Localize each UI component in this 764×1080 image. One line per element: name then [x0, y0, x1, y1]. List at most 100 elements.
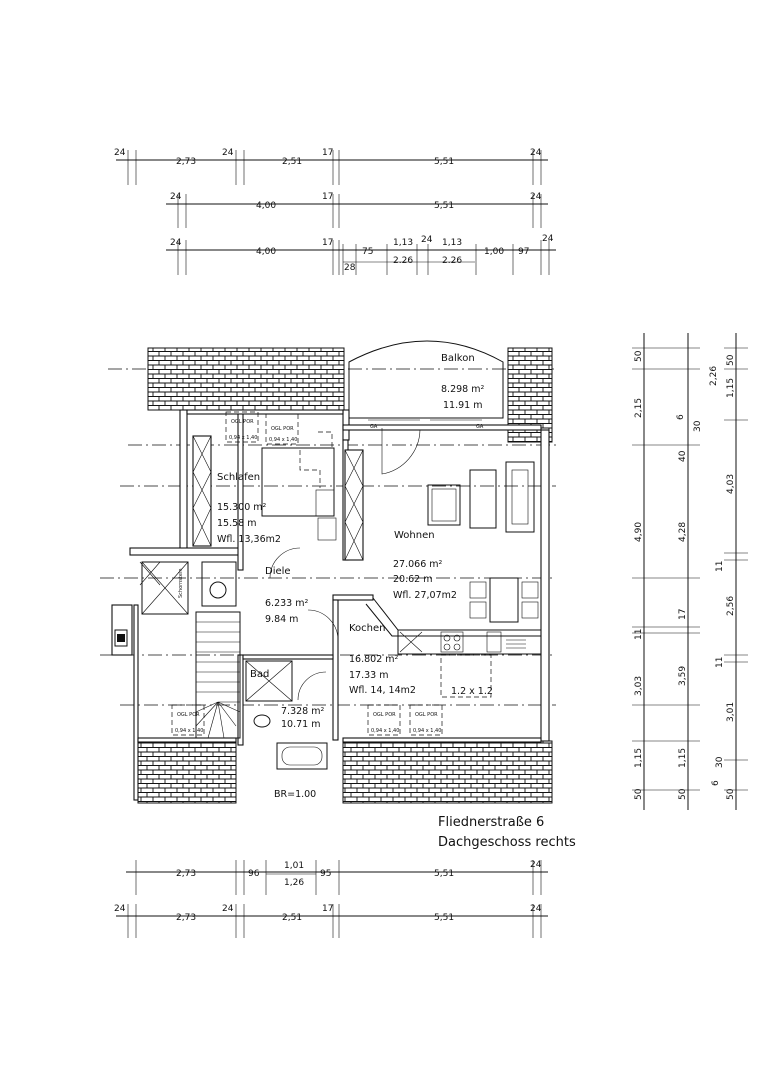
- right-col2-dim-8: 50: [678, 788, 688, 800]
- top-row3-dim-6: 24: [421, 235, 433, 245]
- wohnen-perimeter: 20.62 m: [393, 574, 432, 585]
- room-labels: Balkon 8.298 m² 11.91 m Schlafen 15.300 …: [178, 353, 484, 800]
- table-size-label: 1.2 x 1.2: [451, 686, 493, 697]
- bottom-row2-dim-1: 24: [114, 904, 126, 914]
- right-col3-dim-11: 50: [726, 788, 736, 800]
- bottom-row1-dim-6: 5,51: [434, 869, 454, 879]
- brh-label: BR=1.00: [274, 789, 316, 800]
- right-col3-dim-1: 50: [726, 354, 736, 366]
- window-b-size: 0,94 x 1,40: [269, 437, 297, 443]
- roof-tiles: [137, 347, 553, 804]
- schornstein-label: Schornstein: [178, 569, 184, 599]
- right-col1-dim-7: 50: [634, 788, 644, 800]
- bottom-row1-dim-1: 2,73: [176, 869, 196, 879]
- top-row3-dim-1: 24: [170, 238, 182, 248]
- top-row3-sub-1: 28: [344, 263, 356, 273]
- right-col1-dim-5: 3,03: [634, 676, 644, 696]
- right-col3-dim-9: 30: [715, 756, 725, 768]
- right-col3-dim-5: 11: [715, 561, 725, 572]
- bottom-row1-dim-5: 95: [320, 869, 331, 879]
- right-col3-dim-3: 1,15: [726, 378, 736, 398]
- top-row2-dim-1: 24: [170, 192, 182, 202]
- diele-area: 6.233 m²: [265, 598, 308, 609]
- top-row1-dim-1: 24: [114, 148, 126, 158]
- right-col3-dim-2: 2,26: [709, 366, 719, 386]
- balkon-area: 8.298 m²: [441, 384, 484, 395]
- bottom-row2-dim-3: 24: [222, 904, 234, 914]
- right-col2-dim-5: 17: [678, 609, 688, 620]
- floor-title: Dachgeschoss rechts: [438, 835, 576, 850]
- street-title: Fliednerstraße 6: [438, 815, 544, 830]
- right-col3-dim-7: 11: [715, 657, 725, 668]
- schlafen-perimeter: 15.58 m: [217, 518, 256, 529]
- right-col1-dim-2: 2,15: [634, 398, 644, 418]
- right-col1-dim-6: 1,15: [634, 748, 644, 768]
- schlafen-wfl: Wfl. 13,36m2: [217, 534, 281, 545]
- window-d-label: OGL POR: [373, 712, 396, 718]
- window-d-size: 0,94 x 1,40: [371, 728, 399, 734]
- bottom-row1-dim-3: 1,01: [284, 861, 304, 871]
- wohnen-area: 27.066 m²: [393, 559, 443, 570]
- drawing-title: Fliednerstraße 6 Dachgeschoss rechts: [438, 815, 576, 850]
- bottom-row2-dim-5: 17: [322, 904, 333, 914]
- furniture: 1.2 x 1.2: [114, 431, 542, 770]
- right-col2-dim-4: 4,28: [678, 522, 688, 542]
- ga-left-label: GA: [370, 424, 378, 430]
- top-row1-dim-7: 24: [530, 148, 542, 158]
- schlafen-area: 15.300 m²: [217, 502, 267, 513]
- top-row3-dim-5: 1,13: [393, 238, 413, 248]
- top-row3-dim-3: 17: [322, 238, 333, 248]
- top-row2-dim-5: 24: [530, 192, 542, 202]
- bottom-row1-dim-7: 24: [530, 860, 542, 870]
- right-col2-dim-1: 6: [676, 414, 686, 420]
- top-row2-dim-3: 17: [322, 192, 333, 202]
- top-row3-dim-8: 1,00: [484, 247, 504, 257]
- top-row2-dim-4: 5,51: [434, 201, 454, 211]
- kochen-wfl: Wfl. 14, 14m2: [349, 685, 416, 696]
- window-c-size: 0,94 x 1,40: [175, 728, 203, 734]
- right-col3-dim-4: 4,03: [726, 474, 736, 494]
- top-row3-dim-10: 24: [542, 234, 554, 244]
- bottom-dimension-chains: 2,73 96 1,01 1,26 95 5,51 24 24 2,73 24 …: [114, 860, 548, 938]
- bad-name: Bad: [250, 669, 269, 680]
- top-row1-dim-3: 24: [222, 148, 234, 158]
- walls: [111, 409, 550, 801]
- right-col1-dim-1: 50: [634, 350, 644, 362]
- right-col2-dim-3: 40: [678, 450, 688, 462]
- right-col1-dim-4: 11: [634, 629, 644, 640]
- right-dimension-chains: 50 2,15 4,90 11 3,03 1,15 50 6 30 40 4,2…: [632, 333, 748, 810]
- right-col3-dim-8: 3,01: [726, 702, 736, 722]
- balkon-name: Balkon: [441, 353, 475, 364]
- window-a-size: 0,94 x 1,40: [229, 435, 257, 441]
- kochen-area: 16.802 m²: [349, 654, 399, 665]
- bottom-row1-dim-2: 96: [248, 869, 260, 879]
- bad-area: 7.328 m²: [281, 706, 324, 717]
- bottom-row1-dim-4: 1,26: [284, 878, 304, 888]
- balkon-perimeter: 11.91 m: [443, 400, 482, 411]
- top-row3-dim-4: 75: [362, 247, 373, 257]
- window-c-label: OGL POR: [177, 712, 200, 718]
- ga-right-label: GA: [476, 424, 484, 430]
- top-row3-dim-9: 97: [518, 247, 529, 257]
- top-row2-dim-2: 4,00: [256, 201, 276, 211]
- wohnen-wfl: Wfl. 27,07m2: [393, 590, 457, 601]
- bad-perimeter: 10.71 m: [281, 719, 320, 730]
- top-row3-dim-7: 1,13: [442, 238, 462, 248]
- balcony: GA GA: [348, 340, 504, 475]
- wohnen-name: Wohnen: [394, 530, 435, 541]
- top-row3-sub-2: 2.26: [393, 256, 413, 266]
- right-col2-dim-7: 1,15: [678, 748, 688, 768]
- top-dimension-chains: 24 2,73 24 2,51 17 5,51 24 24 4,00 17 5,…: [114, 148, 556, 275]
- bottom-row2-dim-7: 24: [530, 904, 542, 914]
- kochen-name: Kochen: [349, 623, 386, 634]
- diele-perimeter: 9.84 m: [265, 614, 298, 625]
- bottom-row2-dim-4: 2,51: [282, 913, 302, 923]
- roof-windows: OGL POR 0,94 x 1,40 OGL POR 0,94 x 1,40 …: [171, 411, 443, 736]
- diele-name: Diele: [265, 566, 291, 577]
- top-row3-sub-3: 2.26: [442, 256, 462, 266]
- right-col1-dim-3: 4,90: [634, 522, 644, 542]
- right-col2-dim-6: 3,59: [678, 666, 688, 686]
- bottom-row2-dim-2: 2,73: [176, 913, 196, 923]
- right-col3-dim-6: 2,56: [726, 596, 736, 616]
